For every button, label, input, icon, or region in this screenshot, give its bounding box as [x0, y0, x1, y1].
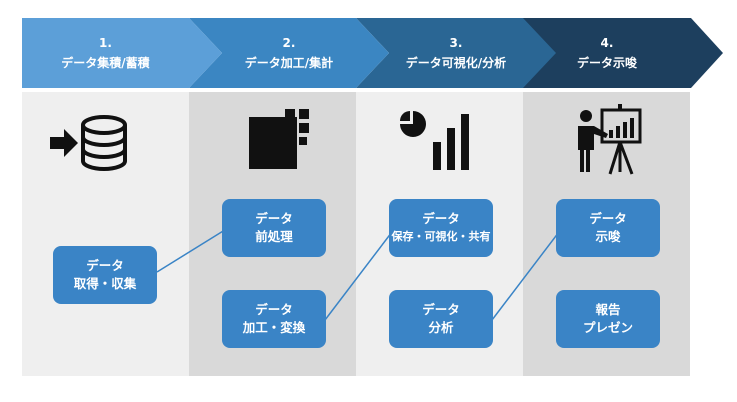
- connector-collect-preprocess: [156, 227, 229, 273]
- box-line-1: データ: [86, 258, 124, 273]
- data-blocks-icon: [249, 109, 309, 169]
- box-line-2: 示唆: [595, 229, 621, 244]
- box-data-preprocess: データ 前処理: [222, 199, 326, 257]
- connector-analyze-insight: [491, 227, 563, 321]
- box-report: 報告 プレゼン: [556, 290, 660, 348]
- box-line-1: データ: [422, 302, 460, 317]
- step-arrow-2: 2. データ加工/集計: [189, 18, 389, 88]
- box-line-2: 保存・可視化・共有: [391, 230, 491, 243]
- connector-transform-store: [324, 227, 396, 321]
- box-line-2: 前処理: [255, 229, 293, 244]
- pie-bar-chart-icon: [400, 111, 469, 170]
- box-line-2: 加工・変換: [242, 320, 306, 335]
- presenter-chart-icon: [578, 104, 642, 175]
- box-line-1: データ: [589, 211, 627, 226]
- step-number: 2.: [282, 36, 296, 50]
- box-data-transform: データ 加工・変換: [222, 290, 326, 348]
- box-line-1: データ: [255, 302, 293, 317]
- box-data-collect: データ 取得・収集: [53, 246, 157, 304]
- step-label: データ加工/集計: [244, 56, 334, 70]
- box-line-1: 報告: [595, 302, 621, 317]
- database-import-icon: [50, 115, 127, 171]
- box-data-analyze: データ 分析: [389, 290, 493, 348]
- step-arrow-4: 4. データ示唆: [523, 18, 723, 88]
- step-arrow-1: 1. データ集積/蓄積: [22, 18, 222, 88]
- step-number: 1.: [99, 36, 112, 50]
- box-line-1: データ: [422, 211, 460, 226]
- step-arrow-3: 3. データ可視化/分析: [356, 18, 556, 88]
- box-line-2: 取得・収集: [73, 276, 137, 291]
- step-label: データ集積/蓄積: [61, 56, 150, 70]
- box-line-2: 分析: [428, 320, 454, 335]
- panel-step-1: [22, 92, 189, 376]
- step-label: データ可視化/分析: [405, 56, 507, 70]
- box-data-insight: データ 示唆: [556, 199, 660, 257]
- step-label: データ示唆: [576, 56, 637, 70]
- step-number: 4.: [600, 36, 614, 50]
- box-data-store: データ 保存・可視化・共有: [389, 199, 493, 257]
- box-line-1: データ: [255, 211, 293, 226]
- box-line-2: プレゼン: [582, 320, 633, 335]
- step-number: 3.: [449, 36, 463, 50]
